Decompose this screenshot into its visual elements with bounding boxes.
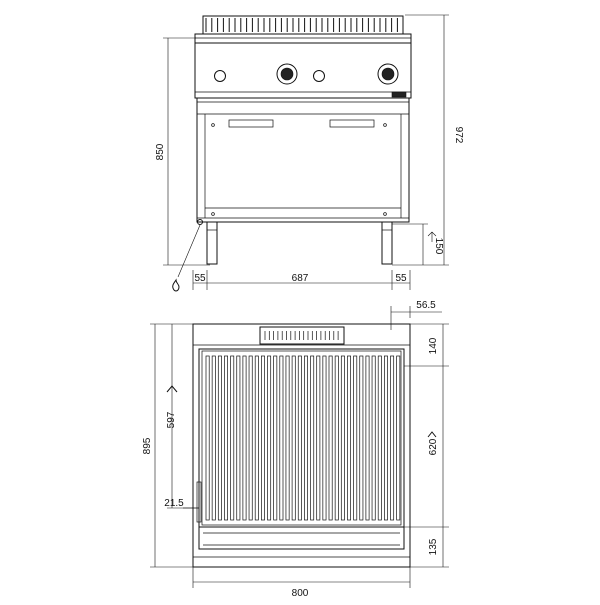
drip-tray-right (329, 119, 375, 128)
flow-arrow-icon (427, 231, 437, 242)
dim-55-left: 55 (194, 273, 206, 284)
leg-left (206, 221, 218, 265)
dim-56-5: 56.5 (416, 300, 436, 311)
dim-150: 150 (433, 238, 444, 255)
gas-flame-icon (172, 278, 180, 292)
control-knob-right[interactable] (377, 63, 399, 85)
top-dimensions: 895 597 21.5 56.5 140 620 135 800 (142, 300, 449, 599)
top-plate (194, 33, 412, 44)
dim-895: 895 (142, 437, 153, 454)
front-drip-channel (198, 526, 405, 550)
dim-135: 135 (428, 538, 439, 555)
grill-grate-top (202, 15, 404, 35)
open-frame (196, 97, 410, 223)
dim-620: 620 (428, 438, 439, 455)
dim-140: 140 (428, 337, 439, 354)
dim-850: 850 (155, 143, 166, 160)
arrow-up-icon (166, 385, 178, 393)
drip-tray-left (228, 119, 274, 128)
flow-arrow-up-icon (427, 431, 437, 438)
dim-800: 800 (292, 588, 309, 599)
top-outline (192, 323, 411, 568)
front-dimensions: 850 972 150 55 687 55 (155, 14, 464, 292)
dim-972: 972 (453, 127, 464, 144)
dim-597: 597 (166, 411, 177, 428)
dim-21-5: 21.5 (164, 498, 184, 509)
top-view (192, 323, 411, 568)
rear-flue (259, 326, 345, 345)
gas-connection (197, 219, 203, 225)
ignition-button-left[interactable] (214, 70, 226, 82)
leg-right (381, 221, 393, 265)
control-knob-left[interactable] (276, 63, 298, 85)
control-panel (194, 42, 412, 99)
dim-55-right: 55 (395, 273, 407, 284)
dim-687: 687 (292, 273, 309, 284)
front-view (194, 15, 412, 265)
ignition-button-right[interactable] (313, 70, 325, 82)
brand-plate (391, 91, 407, 98)
